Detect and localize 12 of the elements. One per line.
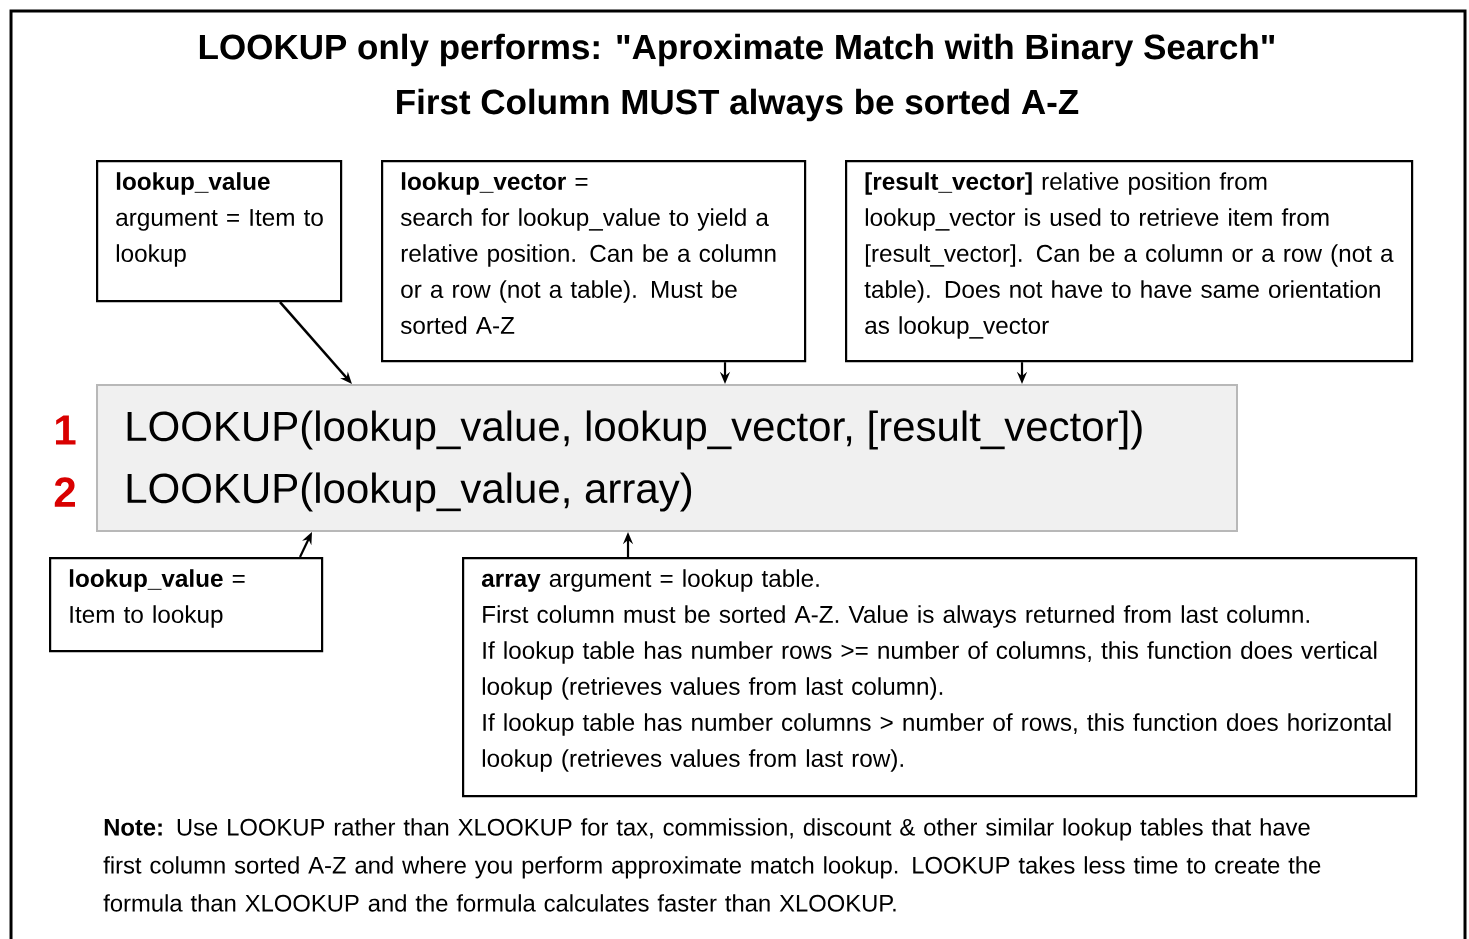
callout-box: lookup_value = Item to lookup bbox=[49, 557, 324, 653]
title: LOOKUP only performs: "Aproximate Match with Binary Search" bbox=[199, 33, 1275, 67]
callout-box: array argument = lookup table. First column must be sorted A-Z. Value is always returned from last column. If lookup table has number rows >= number of columns, this function does vertical lookup (retrieves values from last column). If lookup table has number columns > number of rows, this function does horizontal lookup (retrieves values from last row). bbox=[462, 557, 1418, 798]
callout-box: lookup_vector = search for lookup_value to yield a relative position. Can be a column or a row (not a table). Must be sorted A-Z bbox=[381, 160, 807, 363]
callout-box: lookup_value argument = Item to lookup bbox=[96, 160, 343, 303]
row-number: 2 bbox=[54, 477, 75, 507]
note: Note: Use LOOKUP rather than XLOOKUP for tax, commission, discount & other similar lookup tables that have first column sorted A-Z and where you perform approximate match lookup. LOOKUP takes less time to create the formula than XLOOKUP and the formula calculates faster than XLOOKUP. bbox=[103, 818, 1321, 912]
row-number: 1 bbox=[56, 415, 76, 445]
arrow bbox=[279, 301, 352, 384]
callout-box: [result_vector] relative position from lookup_vector is used to retrieve item from [result_vector]. Can be a column or a row (not a table). Does not have to have same orientation as lookup_vector bbox=[845, 160, 1414, 363]
subtitle: First Column MUST always be sorted A-Z bbox=[397, 88, 1079, 122]
formula-box: LOOKUP(lookup_value, lookup_vector, [result_vector]) LOOKUP(lookup_value, array) bbox=[96, 384, 1238, 532]
